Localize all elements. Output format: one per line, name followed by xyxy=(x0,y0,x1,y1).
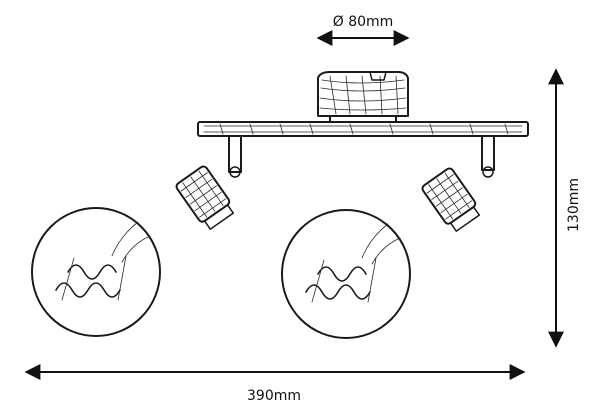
right-spotlight xyxy=(281,135,495,339)
diameter-label: Ø 80mm xyxy=(333,14,394,30)
left-bulb xyxy=(31,207,161,337)
mounting-bar xyxy=(197,121,529,137)
width-label: 390mm xyxy=(247,388,301,404)
height-dimension: 130mm xyxy=(548,68,582,348)
left-spotlight xyxy=(31,135,242,337)
height-label: 130mm xyxy=(566,178,582,232)
width-dimension: 390mm xyxy=(24,364,526,404)
left-arm xyxy=(228,135,242,173)
ceiling-canopy xyxy=(317,71,409,123)
diameter-dimension: Ø 80mm xyxy=(316,14,410,46)
right-bulb xyxy=(281,209,411,339)
right-arm xyxy=(481,135,495,171)
